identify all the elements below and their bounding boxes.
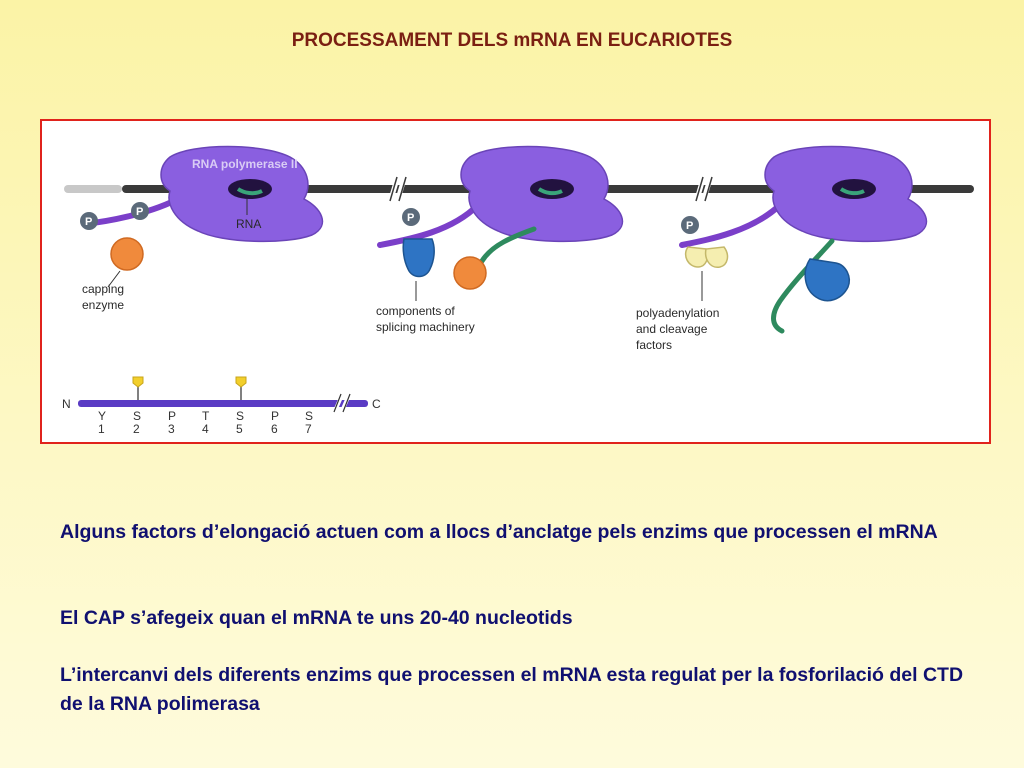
ctd-n-terminus: N <box>62 397 71 411</box>
polymerase-channel <box>228 179 272 199</box>
polymerase-channel <box>832 179 876 199</box>
capping-enzyme-icon <box>110 237 144 271</box>
polyA-label-3: factors <box>636 338 672 352</box>
splicing-machinery-icon <box>804 258 850 302</box>
polyadenylation-factor-icon <box>684 246 709 268</box>
ctd-position: 5 <box>236 422 243 436</box>
ctd-position: 4 <box>202 422 209 436</box>
polyA-label-1: polyadenylation <box>636 306 719 320</box>
phosphate-label: P <box>136 206 143 218</box>
ctd-residue: T <box>202 409 210 423</box>
rna-transcript <box>236 187 263 196</box>
rna-label: RNA <box>236 217 261 231</box>
point-anchoring: Alguns factors d’elongació actuen com a … <box>60 521 938 543</box>
splicing-label-2: splicing machinery <box>376 320 475 334</box>
cleavage-factor-icon <box>704 246 729 268</box>
capping-enzyme-icon <box>453 256 487 290</box>
ctd-residue: P <box>271 409 279 423</box>
slide-title: PROCESSAMENT DELS mRNA EN EUCARIOTES <box>291 30 733 51</box>
polymerase-label: RNA polymerase II <box>192 157 298 171</box>
rna-transcript <box>537 187 563 196</box>
polymerase-1: RNA polymerase II RNA P P capping enzyme <box>80 145 324 312</box>
phosphate-label: P <box>85 216 92 228</box>
ctd-c-terminus: C <box>372 397 381 411</box>
splicing-machinery-icon <box>402 238 435 278</box>
ctd-residue: P <box>168 409 176 423</box>
phospho-marker-icon <box>235 376 247 388</box>
point-cap: El CAP s’afegeix quan el mRNA te uns 20-… <box>60 607 573 629</box>
capping-label-2: enzyme <box>82 298 124 312</box>
phosphate-icon <box>80 212 98 230</box>
point-ctd-regulation: L’intercanvi dels diferents enzims que p… <box>60 664 964 715</box>
capping-label-1: capping <box>82 282 124 296</box>
rna-transcript <box>839 187 865 196</box>
polymerase-channel <box>530 179 574 199</box>
splicing-label-1: components of <box>376 304 455 318</box>
figure-frame: RNA polymerase II RNA P P capping enzyme… <box>40 119 991 444</box>
phosphate-label: P <box>686 220 693 232</box>
phosphate-label: P <box>407 212 414 224</box>
ctd-residue: S <box>133 409 141 423</box>
ctd-position: 2 <box>133 422 140 436</box>
polyA-label-2: and cleavage <box>636 322 708 336</box>
ctd-bar <box>78 400 368 407</box>
ctd-schematic: N C Y S P T S P S 1 2 3 4 5 6 7 <box>62 376 381 436</box>
ctd-residue: S <box>236 409 244 423</box>
ctd-position: 3 <box>168 422 175 436</box>
rna-polymerase-diagram: RNA polymerase II RNA P P capping enzyme… <box>62 145 974 436</box>
phospho-marker-icon <box>132 376 144 388</box>
ctd-residue: Y <box>98 409 106 423</box>
phosphate-icon <box>681 216 699 234</box>
polymerase-3: P polyadenylation and cleavage factors <box>636 145 928 352</box>
ctd-tail <box>679 202 783 248</box>
ctd-tail <box>377 202 481 248</box>
ctd-position: 1 <box>98 422 105 436</box>
ctd-position: 6 <box>271 422 278 436</box>
phosphate-icon <box>131 202 149 220</box>
polymerase-2: P components of splicing machinery <box>376 145 624 334</box>
rna-transcript <box>771 238 835 334</box>
ctd-position: 7 <box>305 422 312 436</box>
rna-transcript <box>479 226 537 264</box>
phosphate-icon <box>402 208 420 226</box>
ctd-residue: S <box>305 409 313 423</box>
